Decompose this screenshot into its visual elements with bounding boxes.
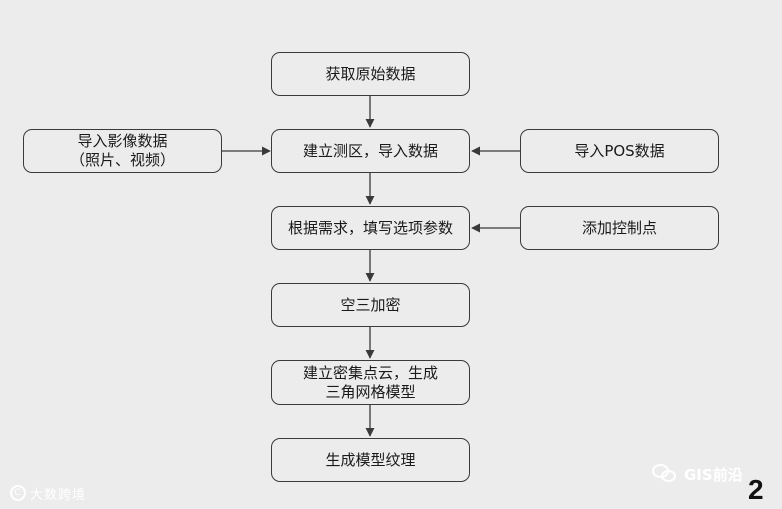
wechat-icon — [652, 464, 678, 484]
node-label-line2: （照片、视频） — [69, 151, 175, 169]
node-aerial-triangulation: 空三加密 — [271, 283, 470, 327]
page-number: 2 — [748, 474, 764, 505]
watermark-right-text: GIS前沿 — [684, 465, 743, 484]
node-generate-texture: 生成模型纹理 — [271, 438, 470, 482]
node-label-line1: 建立密集点云，生成 — [302, 363, 438, 382]
watermark-left-text: 大数跨境 — [30, 487, 87, 503]
node-label: 根据需求，填写选项参数 — [287, 218, 453, 237]
node-label: 导入POS数据 — [574, 141, 665, 160]
node-label: 添加控制点 — [581, 218, 657, 237]
node-label-line1: 导入影像数据 — [77, 132, 168, 150]
node-label: 建立测区，导入数据 — [302, 141, 438, 160]
node-label-line2: 三角网格模型 — [325, 382, 416, 401]
node-fill-params: 根据需求，填写选项参数 — [271, 206, 470, 250]
node-import-pos: 导入POS数据 — [520, 129, 719, 173]
watermark-left: C 大数跨境 — [10, 484, 87, 503]
node-add-control-points: 添加控制点 — [520, 206, 719, 250]
node-get-raw-data: 获取原始数据 — [271, 52, 470, 96]
node-label: 生成模型纹理 — [325, 450, 416, 469]
node-label: 空三加密 — [340, 295, 401, 314]
node-label: 获取原始数据 — [325, 64, 416, 83]
watermark-right: GIS前沿 — [652, 462, 743, 486]
node-import-images: 导入影像数据 （照片、视频） — [23, 129, 222, 173]
node-create-survey-area: 建立测区，导入数据 — [271, 129, 470, 173]
node-build-dense-cloud: 建立密集点云，生成 三角网格模型 — [271, 360, 470, 405]
copyright-icon: C — [10, 485, 26, 501]
